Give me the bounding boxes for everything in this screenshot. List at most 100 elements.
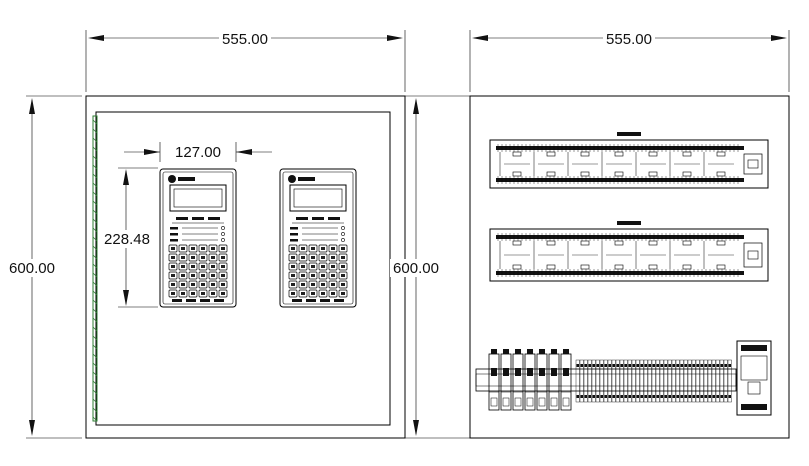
terminal-screw [720,395,723,398]
hinge-hatch [92,209,98,215]
breaker-toggle [491,368,497,376]
keypad-key-label [301,265,305,268]
keypad-key-label [321,256,325,259]
keypad-key [218,244,228,253]
function-key-indicator [328,217,340,220]
keypad-key [308,280,318,289]
function-key-indicator [208,217,220,220]
terminal-screw [664,364,667,367]
keypad-key-label [291,256,295,259]
back-view: 555.00 600.00 [390,30,790,439]
terminal-block [623,359,628,403]
terminal-block [587,359,592,403]
soft-key [200,299,210,302]
keypad-key-label [321,265,325,268]
keypad-key-label [221,247,225,250]
terminal-strip [496,271,744,275]
terminal-screw [588,364,591,367]
terminal-screw [616,364,619,367]
module-connector [546,240,556,246]
keypad-key [208,271,218,280]
keypad-key [218,271,228,280]
keypad-key [338,244,348,253]
keypad-key-label [171,283,175,286]
indicator-led [221,238,225,242]
power-connector [747,250,759,260]
io-rail-upper [489,132,769,189]
terminal-block [603,359,608,403]
keypad-key [328,244,338,253]
terminal-screw [688,364,691,367]
indicator-led [341,238,345,242]
front-width-label: 555.00 [222,31,268,48]
breaker-terminal [562,397,570,407]
brand-wordmark [298,177,315,181]
module-connector [716,264,726,270]
module-connector [614,264,624,270]
terminal-screw [668,395,671,398]
hinge-hatch [92,317,98,323]
lcd-frame [169,184,227,212]
keypad-key [288,244,298,253]
terminal-screw [628,395,631,398]
hinge-hatch [92,218,98,224]
psu-face [740,355,768,381]
keypad-key [298,271,308,280]
terminal-screw [672,395,675,398]
terminal-screw [720,364,723,367]
keypad-key-label [181,247,185,250]
hinge-hatch [92,299,98,305]
terminal-screw [728,364,731,367]
keypad-key [338,262,348,271]
terminal-block [579,359,584,403]
indicator-bar [170,227,178,230]
keypad-key [198,244,208,253]
terminal-block [699,359,704,403]
indicator-bar [290,239,298,242]
keypad-key-label [291,274,295,277]
breaker-label [503,349,509,354]
hinge-hatch [92,227,98,233]
terminal-screw [616,395,619,398]
terminal-block [719,359,724,403]
function-key-indicator [312,217,324,220]
breaker-toggle [563,368,569,376]
hinge-hatch [92,353,98,359]
keypad-body [159,168,237,308]
terminal-block [679,359,684,403]
module-connector [648,264,658,270]
terminal-screw [580,395,583,398]
brand-wordmark [178,177,195,181]
power-block [743,153,763,175]
terminal-screw [712,395,715,398]
keypad-height-dimension: 228.48 [101,167,158,308]
terminal-screw [696,395,699,398]
keypad-operator-panel [159,168,237,308]
keypad-key [288,253,298,262]
terminal-screw [728,395,731,398]
function-key-indicator [192,217,204,220]
keypad-key [218,262,228,271]
keypad-key [308,271,318,280]
module-connector [546,171,556,177]
front-cabinet-outline [85,95,406,439]
keypad-key [198,289,208,298]
keypad-key [208,289,218,298]
terminal-screw [680,364,683,367]
circuit-breaker [536,353,548,411]
keypad-key-label [341,283,345,286]
hinge-hatch [92,236,98,242]
keypad-key-label [291,265,295,268]
terminal-screw [624,364,627,367]
terminal-screw [688,395,691,398]
rail-frame [489,139,769,189]
keypad-key-label [301,292,305,295]
indicator-bar [290,227,298,230]
keypad-key-label [191,247,195,250]
keypad-key-label [321,247,325,250]
terminal-screw [640,395,643,398]
circuit-breaker [512,353,524,411]
keypad-key [288,280,298,289]
module-connector [716,151,726,157]
